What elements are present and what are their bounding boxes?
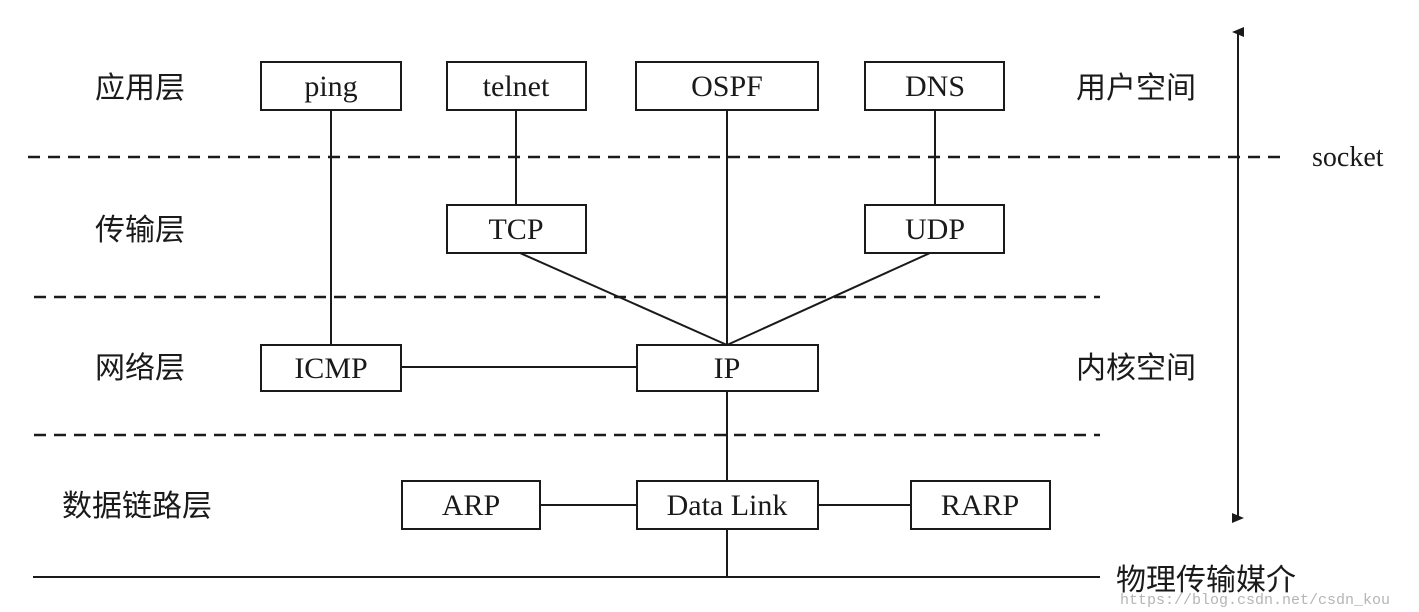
ospf-label: OSPF [691,70,763,103]
telnet-label: telnet [483,70,550,103]
tcp-box: TCP [446,204,587,254]
telnet-box: telnet [446,61,587,111]
rarp-box: RARP [910,480,1051,530]
arp-box: ARP [401,480,541,530]
network-layer-label: 网络层 [95,351,185,386]
socket-label: socket [1312,142,1384,173]
tcp-ip-link [519,252,728,346]
icmp-label: ICMP [294,352,367,385]
datalink-layer-label: 数据链路层 [62,489,212,524]
udp-ip-link [726,252,931,346]
dns-label: DNS [905,70,965,103]
application-layer-label: 应用层 [95,71,185,106]
tcp-label: TCP [488,213,543,246]
ping-box: ping [260,61,402,111]
udp-box: UDP [864,204,1005,254]
dns-box: DNS [864,61,1005,111]
physical-medium-label: 物理传输媒介 [1116,563,1296,598]
kernel-space-label: 内核空间 [1076,351,1196,386]
watermark-text: https://blog.csdn.net/csdn_kou [1120,592,1390,609]
ping-label: ping [304,70,357,103]
user-space-label: 用户空间 [1076,71,1196,106]
udp-label: UDP [905,213,965,246]
transport-layer-label: 传输层 [95,213,185,248]
datalink-label: Data Link [667,489,788,522]
datalink-box: Data Link [636,480,819,530]
ospf-box: OSPF [635,61,819,111]
ip-box: IP [636,344,819,392]
icmp-box: ICMP [260,344,402,392]
ip-label: IP [714,352,741,385]
rarp-label: RARP [941,489,1019,522]
arp-label: ARP [442,489,500,522]
